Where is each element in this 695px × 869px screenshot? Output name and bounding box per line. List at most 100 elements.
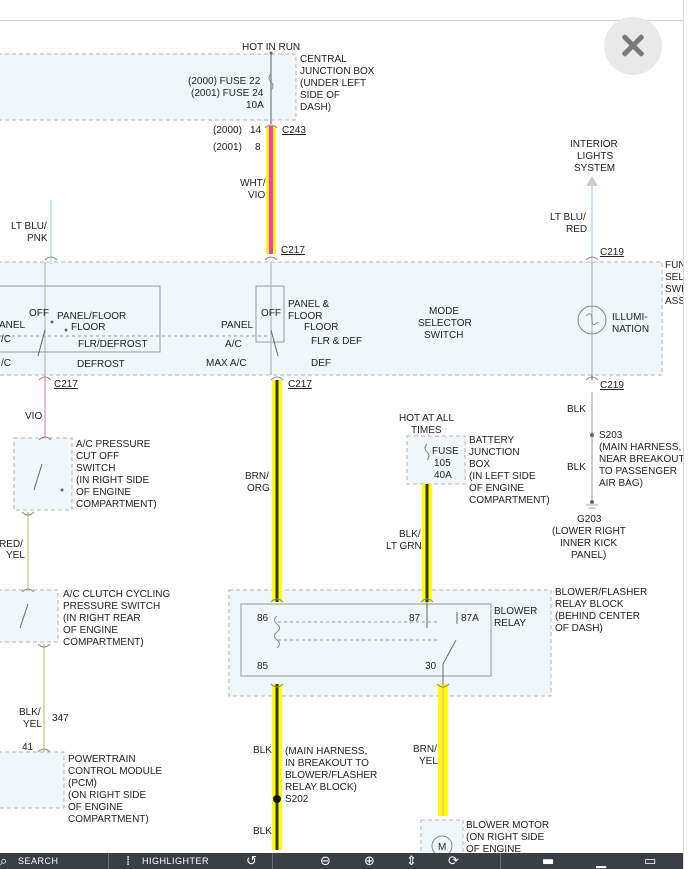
- label-ac-pressure-3: SWITCH: [76, 463, 115, 474]
- toolbar-divider: [272, 853, 273, 869]
- label-hot-in-run: HOT IN RUN: [242, 42, 300, 53]
- label-mode-selector-1: MODE: [429, 306, 459, 317]
- label-blk-yel-1: BLK/: [19, 707, 41, 718]
- label-central-jb-4: SIDE OF: [300, 90, 340, 101]
- minus-button[interactable]: ▁: [594, 853, 616, 869]
- mode-switch-left-blade: [37, 329, 46, 357]
- label-panel-floor: PANEL/FLOOR: [57, 311, 126, 322]
- label-battery-jb-6: COMPARTMENT): [469, 495, 550, 506]
- contact-dot: [64, 328, 68, 332]
- relay-arc-85: [270, 683, 284, 688]
- label-g203-4: PANEL): [571, 550, 606, 561]
- function-selector-switch-box: [0, 261, 663, 376]
- label-lt-blu-pnk-1: LT BLU/: [11, 221, 47, 232]
- undo-button[interactable]: ↺: [244, 853, 266, 869]
- label-pcm-2: CONTROL MODULE: [68, 766, 162, 777]
- label-ac-clutch-2: PRESSURE SWITCH: [63, 601, 160, 612]
- blower-flasher-relay-block: [228, 589, 552, 697]
- component-boxes: [0, 53, 663, 861]
- bottom-toolbar: ⌕ SEARCH ⁞ HIGHLIGHTER ↺ ⊖ ⊕ ⇕ ⟳ ▬ ▁: [0, 853, 683, 869]
- relay-arc-30: [436, 683, 450, 688]
- label-fuse105-2: 105: [434, 458, 451, 469]
- blower-relay-box: [240, 603, 492, 677]
- label-pin-85: 85: [257, 661, 269, 672]
- illumination-lamp: [577, 305, 607, 335]
- label-blower-motor-1: BLOWER MOTOR: [466, 820, 549, 831]
- label-ac-clutch-5: COMPARTMENT): [63, 637, 144, 648]
- ground-symbol: [586, 504, 598, 509]
- label-c219-top: C219: [600, 247, 624, 258]
- label-central-jb-2: JUNCTION BOX: [300, 66, 375, 77]
- label-ac-pressure-2: CUT OFF: [76, 451, 119, 462]
- label-floor-right: FLOOR: [304, 322, 338, 333]
- print-button[interactable]: ▭: [642, 853, 664, 869]
- label-illumination-2: NATION: [612, 324, 649, 335]
- label-fuse24: (2001) FUSE 24: [191, 88, 264, 99]
- label-pin-2000-n: 14: [250, 125, 262, 136]
- fit-icon: ⇕: [406, 854, 417, 869]
- label-mode-selector-2: SELECTOR: [418, 318, 472, 329]
- label-red-yel-1: RED/: [0, 539, 23, 550]
- label-g203-3: INNER KICK: [560, 538, 618, 549]
- c217-arc-bottom: [270, 376, 284, 381]
- label-c219-bottom: C219: [600, 380, 624, 391]
- label-blk-3: BLK: [253, 745, 272, 756]
- label-pcm-4: (ON RIGHT SIDE: [68, 790, 146, 801]
- label-red-yel-2: YEL: [6, 550, 25, 561]
- search-label: SEARCH: [18, 856, 59, 866]
- contact-dots: [50, 51, 594, 803]
- contact-dot: [269, 51, 273, 55]
- zoom-in-button[interactable]: ⊕: [362, 853, 384, 869]
- scrollbar-track[interactable]: [683, 0, 695, 869]
- relay-arc-87: [420, 598, 434, 603]
- fit-button[interactable]: ⇕: [404, 853, 426, 869]
- label-347: 347: [52, 713, 69, 724]
- label-fun-sel-3: SWI: [665, 284, 683, 295]
- label-fun-sel-4: ASS: [665, 296, 683, 307]
- c219-arc-bottom: [585, 376, 599, 381]
- zoom-out-button[interactable]: ⊖: [318, 853, 340, 869]
- label-c217-center: C217: [288, 379, 312, 390]
- label-fun-sel-1: FUN: [665, 260, 683, 271]
- highlighter-button[interactable]: ⁞ HIGHLIGHTER: [120, 853, 240, 869]
- label-fuse105-1: FUSE: [432, 446, 459, 457]
- rotate-icon: ⟳: [448, 854, 459, 869]
- label-blk-yel-2: YEL: [23, 719, 42, 730]
- thin-wires: [27, 53, 593, 752]
- close-button[interactable]: [604, 17, 662, 75]
- rotate-button[interactable]: ⟳: [446, 853, 468, 869]
- highlighter-label: HIGHLIGHTER: [142, 856, 210, 866]
- label-flr-def: FLR & DEF: [311, 336, 362, 347]
- label-battery-jb-4: (IN LEFT SIDE: [469, 471, 536, 482]
- label-s203-4: TO PASSENGER: [599, 466, 677, 477]
- label-ac-clutch-3: (IN RIGHT REAR: [63, 613, 141, 624]
- label-c217-left: C217: [54, 379, 78, 390]
- label-c217-top: C217: [281, 245, 305, 256]
- label-pin-87: 87: [409, 613, 421, 624]
- page-button[interactable]: ▬: [540, 853, 562, 869]
- relay-arc-86: [270, 598, 284, 603]
- label-pin-2001: (2001): [213, 142, 242, 153]
- label-brn-yel-2: YEL: [419, 756, 438, 767]
- label-blower-motor-3: OF ENGINE: [466, 844, 521, 855]
- label-brn-org-1: BRN/: [245, 471, 269, 482]
- label-lt-blu-pnk-2: PNK: [27, 233, 48, 244]
- label-blower-flasher-3: (BEHIND CENTER: [555, 611, 640, 622]
- fuse-105-symbol: [424, 443, 430, 461]
- ac-pressure-switch-box: [13, 437, 73, 511]
- label-interior-lights-2: LIGHTS: [577, 151, 613, 162]
- label-g203-1: G203: [577, 514, 602, 525]
- toolbar-divider: [108, 853, 109, 869]
- ac-pressure-arc-bottom: [21, 511, 35, 516]
- contact-dot: [50, 320, 54, 324]
- label-fuse-10a: 10A: [246, 100, 264, 111]
- ac-pressure-arc-top: [38, 436, 52, 441]
- top-divider: [0, 20, 683, 21]
- label-defrost: DEFROST: [77, 359, 125, 370]
- c217-left-arc: [38, 376, 52, 381]
- c219-arc-top: [585, 256, 599, 261]
- ac-pressure-blade: [33, 463, 43, 491]
- search-button[interactable]: ⌕ SEARCH: [0, 853, 108, 869]
